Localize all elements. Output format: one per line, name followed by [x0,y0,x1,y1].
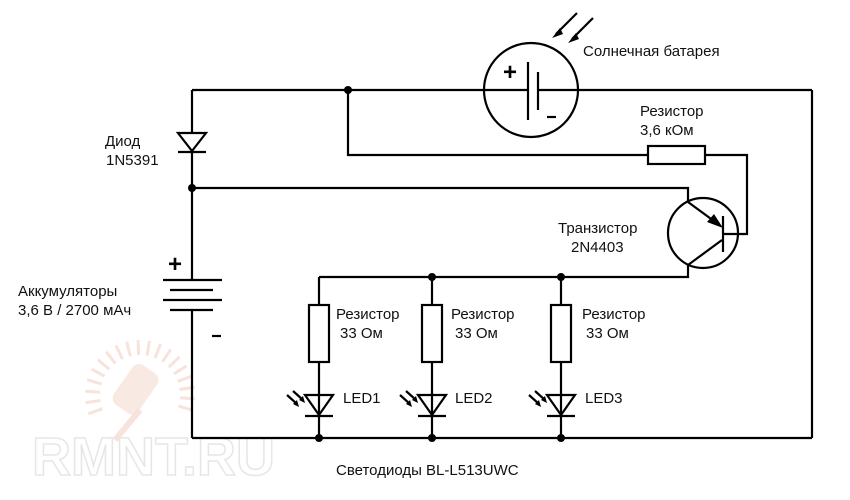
led3-label: LED3 [585,390,623,407]
led1-label: LED1 [343,390,381,407]
solar-panel-label: Солнечная батарея [583,43,720,60]
watermark-ray [104,350,117,365]
watermark-ray [153,343,162,359]
transistor-label: Транзистор [558,220,637,237]
watermark-ray [87,407,103,416]
wires [190,88,814,440]
watermark-ray [86,378,102,386]
diode-label: Диод [105,133,141,150]
light-arrows-icon [552,12,594,43]
watermark-ray [96,358,111,371]
battery-symbol: + [163,251,222,338]
svg-text:33 Ом: 33 Ом [586,325,629,342]
resistor-base-label: Резистор [640,103,704,120]
light-emission-icon [528,390,547,407]
light-emission-icon [286,390,305,407]
branch-1: Резистор 33 Ом LED1 [286,303,400,418]
watermark-ray [125,341,132,357]
svg-text:+: + [503,59,517,86]
transistor-symbol [666,196,740,270]
diode-symbol [175,131,209,154]
watermark-logo [85,339,195,442]
svg-text:33 Ом: 33 Ом [455,325,498,342]
svg-text:33 Ом: 33 Ом [340,325,383,342]
watermark-ray [85,399,101,405]
svg-text:Резистор: Резистор [582,306,646,323]
led2-label: LED2 [455,390,493,407]
resistor-33-symbol [420,303,444,364]
junctions [188,86,565,442]
resistor-33-symbol [549,303,573,364]
svg-text:+: + [168,251,182,278]
transistor-model: 2N4403 [571,239,624,256]
resistor-base-value: 3,6 кОм [640,122,694,139]
diode-model: 1N5391 [106,152,159,169]
watermark-text: RMNT.RU [32,427,275,487]
watermark-ray [178,404,194,412]
watermark-ray [145,340,152,356]
branch-2: Резистор 33 Ом LED2 [399,303,515,418]
led-symbol [415,393,449,417]
led-symbol [302,393,336,417]
svg-text:Резистор: Резистор [451,306,515,323]
resistor-base-symbol [646,144,707,166]
branch-3: Резистор 33 Ом LED3 [528,303,646,418]
solar-panel-symbol: + [482,12,594,139]
watermark-ray [177,374,193,383]
watermark-ray [173,364,188,376]
watermark-ray [90,367,106,378]
watermark-ray [161,348,172,363]
led-symbol [544,393,578,417]
watermark-ray [85,389,101,394]
watermark-ray [136,339,141,356]
svg-text:Резистор: Резистор [336,306,400,323]
light-emission-icon [399,390,418,407]
diagram-caption: Светодиоды BL-L513UWC [336,462,519,479]
watermark-ray [114,344,124,360]
battery-label: Аккумуляторы [18,283,117,300]
resistor-33-symbol [307,303,331,364]
watermark-ray [167,355,181,369]
battery-spec: 3,6 В / 2700 мАч [18,302,131,319]
